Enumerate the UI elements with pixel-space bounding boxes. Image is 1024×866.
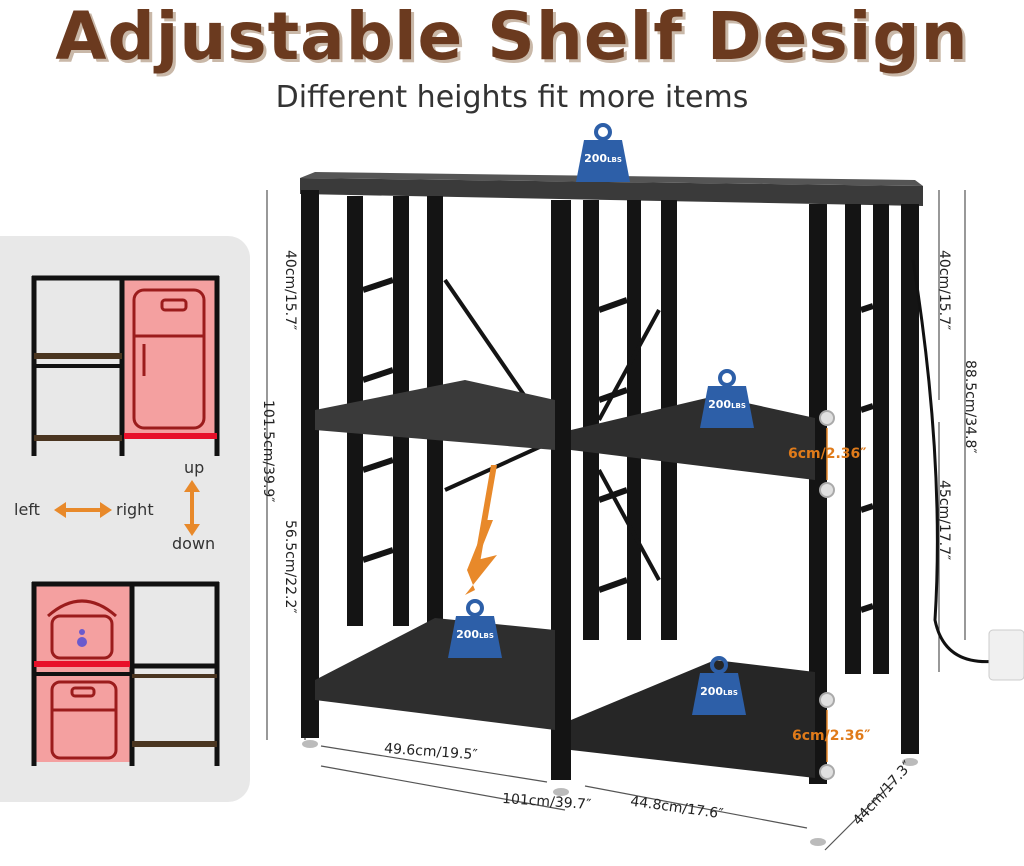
- shelf-illustration: [266, 172, 1024, 851]
- fridge-diagram: [31, 275, 220, 456]
- weight-value: 200: [456, 628, 480, 641]
- dim-right-lower: 45cm/17.7″: [936, 480, 952, 561]
- weight-unit: LBS: [607, 156, 622, 164]
- weight-icon: [700, 369, 754, 428]
- right-label: right: [116, 500, 154, 519]
- dim-right-upper: 40cm/15.7″: [936, 250, 952, 331]
- dim-right-total: 88.5cm/34.8″: [962, 360, 978, 454]
- left-label: left: [14, 500, 40, 519]
- leveling-feet: [302, 740, 918, 846]
- top-board: [300, 178, 923, 206]
- weight-unit: LBS: [723, 689, 738, 697]
- gap-label-bottom: 6cm/2.36″: [792, 728, 871, 744]
- weight-unit: LBS: [731, 402, 746, 410]
- weight-icon: [576, 123, 630, 182]
- up-label: up: [184, 458, 205, 477]
- fridge-icon: [132, 288, 206, 430]
- gap-label-top: 6cm/2.36″: [788, 446, 867, 462]
- weight-badge-lower-right: 200LBS: [690, 655, 748, 715]
- middle-shelf-right: [571, 396, 815, 480]
- adjust-lightning-icon: [465, 465, 497, 595]
- appliance-diagram: [31, 581, 220, 766]
- adjustment-diagrams: [31, 275, 220, 766]
- bottom-shelf-right: [571, 660, 815, 778]
- weight-value: 200: [708, 398, 732, 411]
- weight-icon: [692, 656, 746, 715]
- page-subtitle: Different heights fit more items: [275, 80, 749, 115]
- power-cord: [911, 259, 1006, 664]
- weight-value: 200: [584, 152, 608, 165]
- horizontal-arrow-icon: [54, 502, 112, 518]
- dim-left-upper: 40cm/15.7″: [282, 250, 298, 331]
- rungs: [362, 277, 874, 613]
- weight-value: 200: [700, 685, 724, 698]
- weight-unit: LBS: [479, 632, 494, 640]
- page-title: Adjustable Shelf Design: [55, 0, 969, 75]
- middle-shelf-left: [315, 380, 555, 450]
- weight-badge-middle: 200LBS: [698, 368, 756, 428]
- dim-left-lower: 56.5cm/22.2″: [282, 520, 298, 614]
- weight-badge-top: 200LBS: [574, 122, 632, 182]
- bottom-dimension-lines: [320, 745, 896, 851]
- adjustment-holes: [819, 410, 835, 780]
- bottom-shelf-left: [315, 618, 555, 730]
- dim-left-total: 101.5cm/39.9″: [260, 400, 276, 503]
- mini-fridge-icon: [50, 680, 118, 760]
- down-label: down: [172, 534, 216, 553]
- weight-icon: [448, 599, 502, 658]
- vertical-arrow-icon: [184, 480, 200, 536]
- weight-badge-lower-left: 200LBS: [446, 598, 504, 658]
- rice-cooker-icon: [47, 599, 117, 660]
- frame-posts: [301, 190, 919, 784]
- wall-outlet-icon: [988, 629, 1024, 681]
- adjustment-panel: up down left right: [0, 236, 250, 802]
